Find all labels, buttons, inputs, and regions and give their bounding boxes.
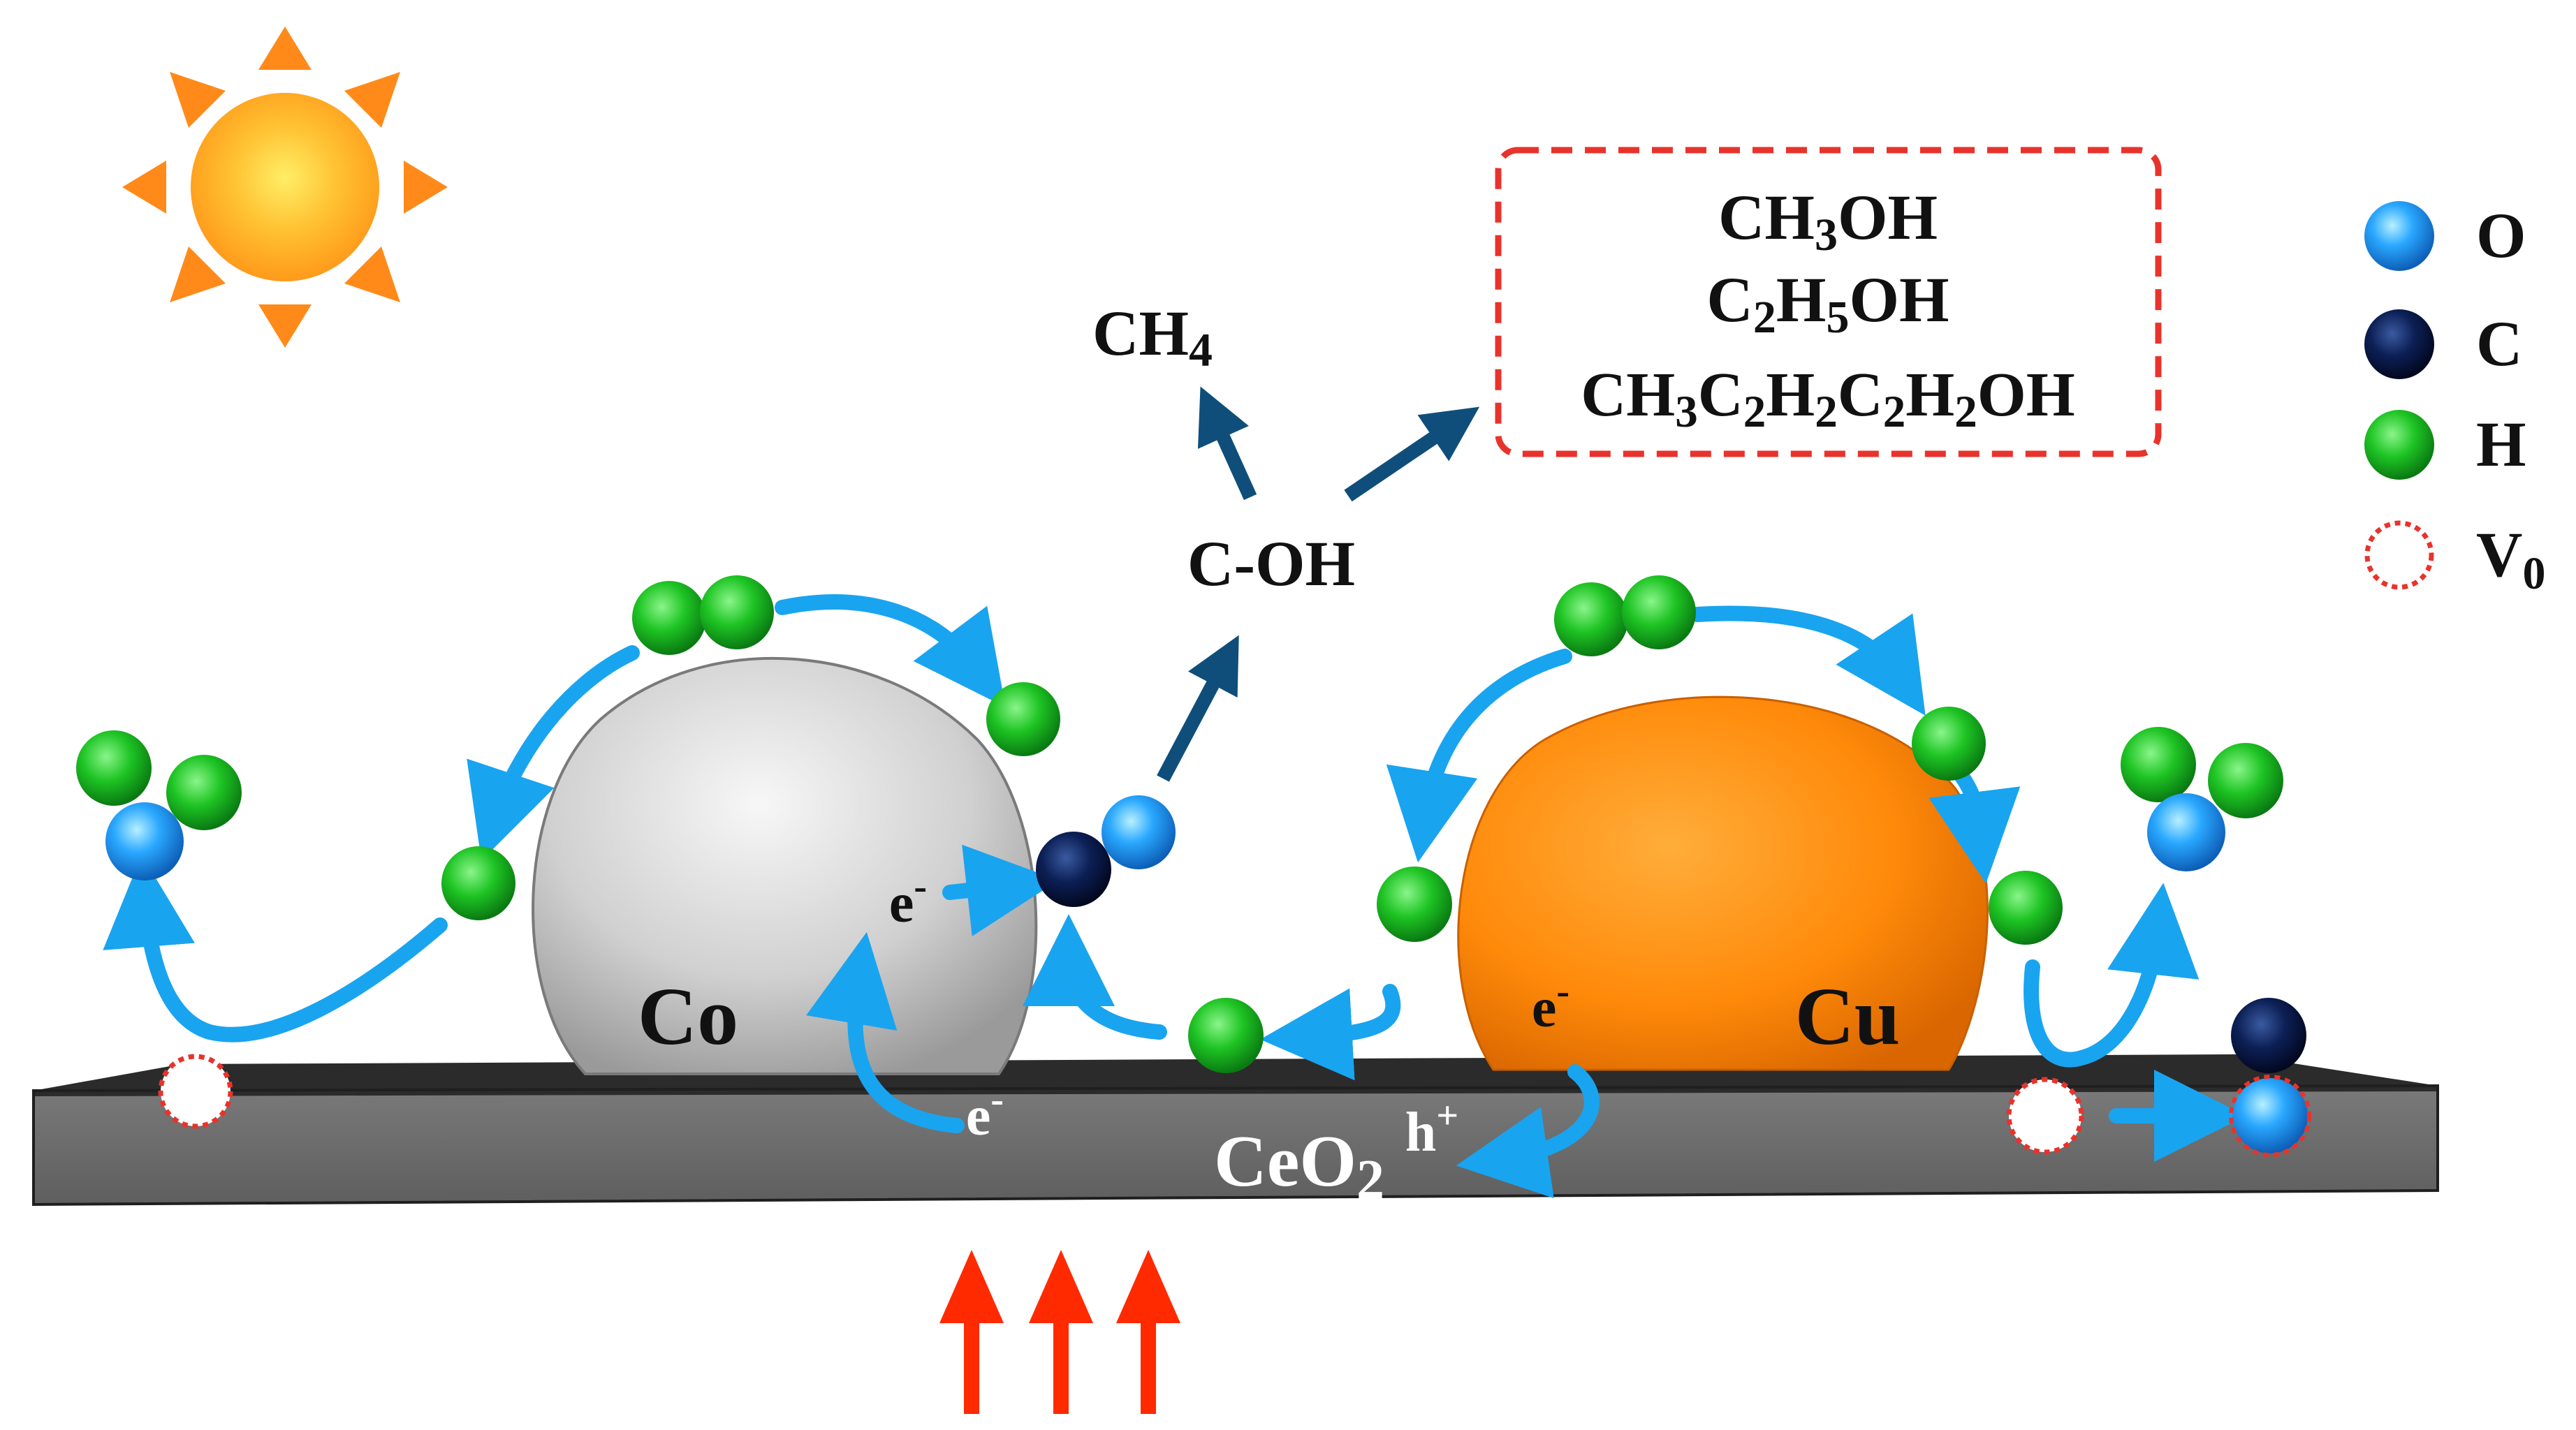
light-arrow-2 [1029,1250,1093,1414]
arrow-to-coh [1157,635,1239,782]
legend-carbon-icon [2364,309,2434,379]
product-formula: CH3OH [1718,182,1938,260]
arrow-h-to-cu-right [1690,605,1926,716]
arrow-h-to-cu-left [1386,649,1572,863]
hydrogen-atom [76,730,152,806]
electron-label-cu: e- [1532,970,1569,1039]
arrow-h-to-co-right [775,594,1006,707]
water-molecule-right [2121,727,2283,871]
filled-vacancy-outline [2229,1075,2311,1157]
cobalt-particle [532,656,1038,1075]
arrow-to-alcohols [1344,406,1480,502]
coh-label: C-OH [1187,528,1355,599]
legend-vacancy-icon [2364,520,2434,590]
hydrogen-atom [441,846,515,920]
cu-label: Cu [1795,971,1901,1062]
oxygen-vacancy [158,1054,233,1129]
arrow-to-ch4 [1197,386,1257,501]
arrow-e-up [806,931,965,1133]
hydrogen-atom [700,575,774,649]
hydrogen-atom [986,682,1060,756]
carbon-atom [1036,832,1111,907]
light-arrow-1 [939,1250,1004,1414]
arrow-h-to-h-surface [1260,984,1401,1081]
light-arrows [939,1250,1180,1414]
hydrogen-atom [1989,871,2063,945]
hydrogen-atom [166,755,242,830]
oxygen-atom [1102,795,1176,869]
flow-arrows [103,594,2246,1198]
electron-label-support: e- [966,1078,1004,1147]
oxygen-atom [105,802,184,880]
product-arrows [1157,386,1480,782]
carbon-atom [2231,998,2306,1073]
copper-particle [1457,695,1989,1071]
legend-oxygen-icon [2364,201,2434,271]
arrow-h-to-cooh [1023,914,1167,1040]
water-molecule-left [76,730,242,880]
hydrogen-atom [1188,998,1264,1073]
arrow-cu-h-to-water [2024,883,2200,1068]
legend-label-h: H [2476,408,2526,480]
light-arrow-3 [1116,1250,1180,1414]
arrow-h-to-co-left [467,645,640,861]
ch4-label: CH4 [1092,297,1213,376]
hydrogen-atom [1912,707,1986,781]
legend-label-v0: V0 [2476,519,2545,599]
legend-label-c: C [2476,308,2522,379]
hydrogen-atom [1622,575,1696,649]
oxygen-atom [2232,1078,2308,1153]
arrow-to-left-water [103,855,448,1042]
product-formula: CH3C2H2C2H2OH [1581,360,2075,437]
arrow-hole [1456,1064,1600,1198]
hole-label: h+ [1405,1094,1458,1163]
electron-label-co: e- [889,865,927,934]
hydrogen-atom [2121,727,2196,802]
legend: O C H V0 [2364,200,2545,599]
product-formula: C2H5OH [1706,264,1949,343]
arrow-e-to-carbon [942,844,1059,936]
co-label: Co [638,971,738,1062]
ceo2-label: CeO2 [1214,1120,1384,1211]
hydrogen-atom [1377,867,1452,942]
products-box [1495,147,2162,457]
hydrogen-atom [632,581,706,655]
hydrogen-atom [2208,743,2283,818]
oxygen-atom [2147,793,2225,871]
sun-icon [122,27,448,348]
oxygen-vacancy [2006,1077,2084,1155]
legend-hydrogen-icon [2364,410,2434,480]
hydrogen-atom [1554,582,1628,656]
legend-label-o: O [2476,200,2526,271]
